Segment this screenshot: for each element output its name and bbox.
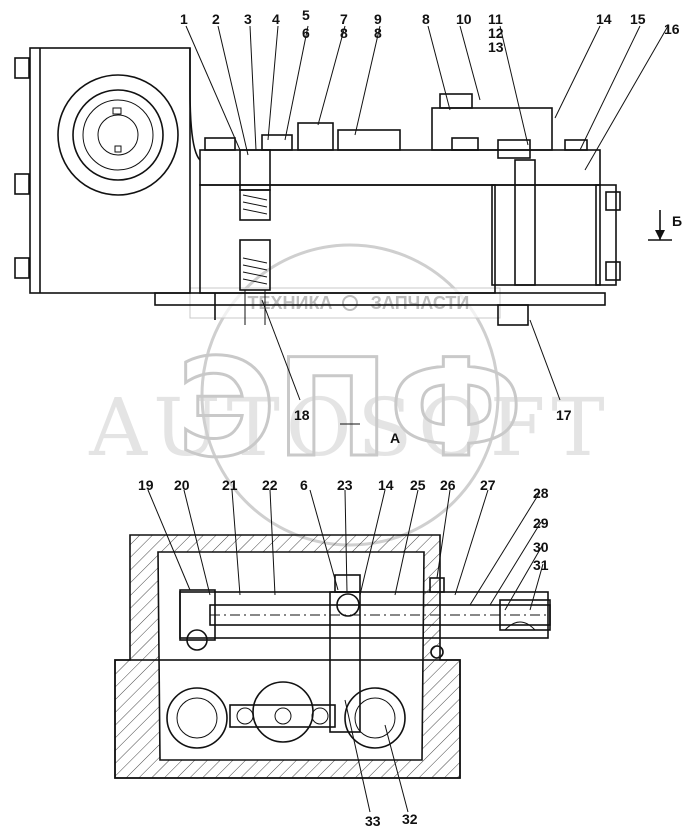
- callout-label: 28: [533, 485, 549, 501]
- left-housing: [29, 47, 191, 294]
- callout-label: 1: [180, 11, 188, 27]
- watermark-line2: ЗАПЧАСТИ: [371, 293, 470, 313]
- callout-label: 8: [374, 25, 382, 41]
- callout-label: 14: [596, 11, 612, 27]
- bottom-callout-labels: 19 20 21 22 6 23 14 25 26 27 28 29 30 31 33 32: [138, 477, 549, 829]
- cap-bolt-bottom: [605, 261, 621, 281]
- callout-label: 12: [488, 25, 504, 41]
- callout-label: 27: [480, 477, 496, 493]
- callout-label: 13: [488, 39, 504, 55]
- callout-label: 20: [174, 477, 190, 493]
- callout-label: 19: [138, 477, 154, 493]
- end-disc: [57, 74, 179, 196]
- callout-label: 6: [300, 477, 308, 493]
- right-sleeve: [514, 159, 536, 286]
- section-label: A: [390, 430, 400, 446]
- callout-label: 4: [272, 11, 280, 27]
- callout-label: 5: [302, 7, 310, 23]
- callout-label: 17: [556, 407, 572, 423]
- callout-label: 33: [365, 813, 381, 829]
- callout-label: 26: [440, 477, 456, 493]
- callout-label: 8: [422, 11, 430, 27]
- top-assembly: Б A: [14, 47, 682, 446]
- callout-label: 18: [294, 407, 310, 423]
- watermark: AUTOSOFT ТЕХНИКА ЗАПЧАСТИ ЭПФ: [88, 243, 610, 547]
- callout-label: 14: [378, 477, 394, 493]
- watermark-line1: ТЕХНИКА: [248, 293, 333, 313]
- callout-label: 25: [410, 477, 426, 493]
- lower-boss: [497, 304, 529, 326]
- callout-label: 8: [340, 25, 348, 41]
- base-plate: [154, 292, 606, 306]
- callout-label: 32: [402, 811, 418, 827]
- view-arrow-label: Б: [672, 213, 682, 229]
- clamp-bolt: [186, 629, 208, 651]
- callout-label: 22: [262, 477, 278, 493]
- port-right: [344, 687, 406, 749]
- callout-label: 7: [340, 11, 348, 27]
- callout-label: 11: [488, 11, 503, 27]
- shaft-end: [499, 599, 551, 631]
- housing-shoulder: [189, 48, 201, 161]
- callout-label: 29: [533, 515, 549, 531]
- top-leaders: [185, 25, 669, 401]
- watermark-background-text: AUTOSOFT: [88, 381, 610, 474]
- port-center: [252, 681, 314, 743]
- top-fittings: [204, 93, 588, 159]
- callout-label: 10: [456, 11, 472, 27]
- port-left: [166, 687, 228, 749]
- view-arrow: Б: [648, 210, 682, 241]
- watermark-brand: ЭПФ: [177, 330, 523, 487]
- gear-icon: [342, 295, 358, 311]
- left-bolts: [14, 57, 30, 279]
- base-block: [114, 659, 461, 779]
- callout-label: 15: [630, 11, 646, 27]
- bottom-assembly: [114, 534, 551, 779]
- callout-label: 31: [533, 557, 549, 573]
- bottom-leaders: [147, 489, 544, 813]
- right-cylinder: [491, 184, 601, 286]
- callout-label: 30: [533, 539, 549, 555]
- callout-label: 21: [222, 477, 238, 493]
- spring-column: [239, 149, 271, 325]
- callout-label: 16: [664, 21, 680, 37]
- callout-label: 6: [302, 25, 310, 41]
- callout-label: 2: [212, 11, 220, 27]
- callout-label: 3: [244, 11, 252, 27]
- bolt-strip: [229, 704, 336, 728]
- shaft-clamp: [179, 589, 216, 641]
- main-body-top: [199, 149, 601, 186]
- arm-pivot: [336, 593, 360, 617]
- main-body: [199, 184, 496, 294]
- right-cap: [595, 184, 617, 286]
- cap-bolt-top: [605, 191, 621, 211]
- callout-label: 9: [374, 11, 382, 27]
- callout-label: 23: [337, 477, 353, 493]
